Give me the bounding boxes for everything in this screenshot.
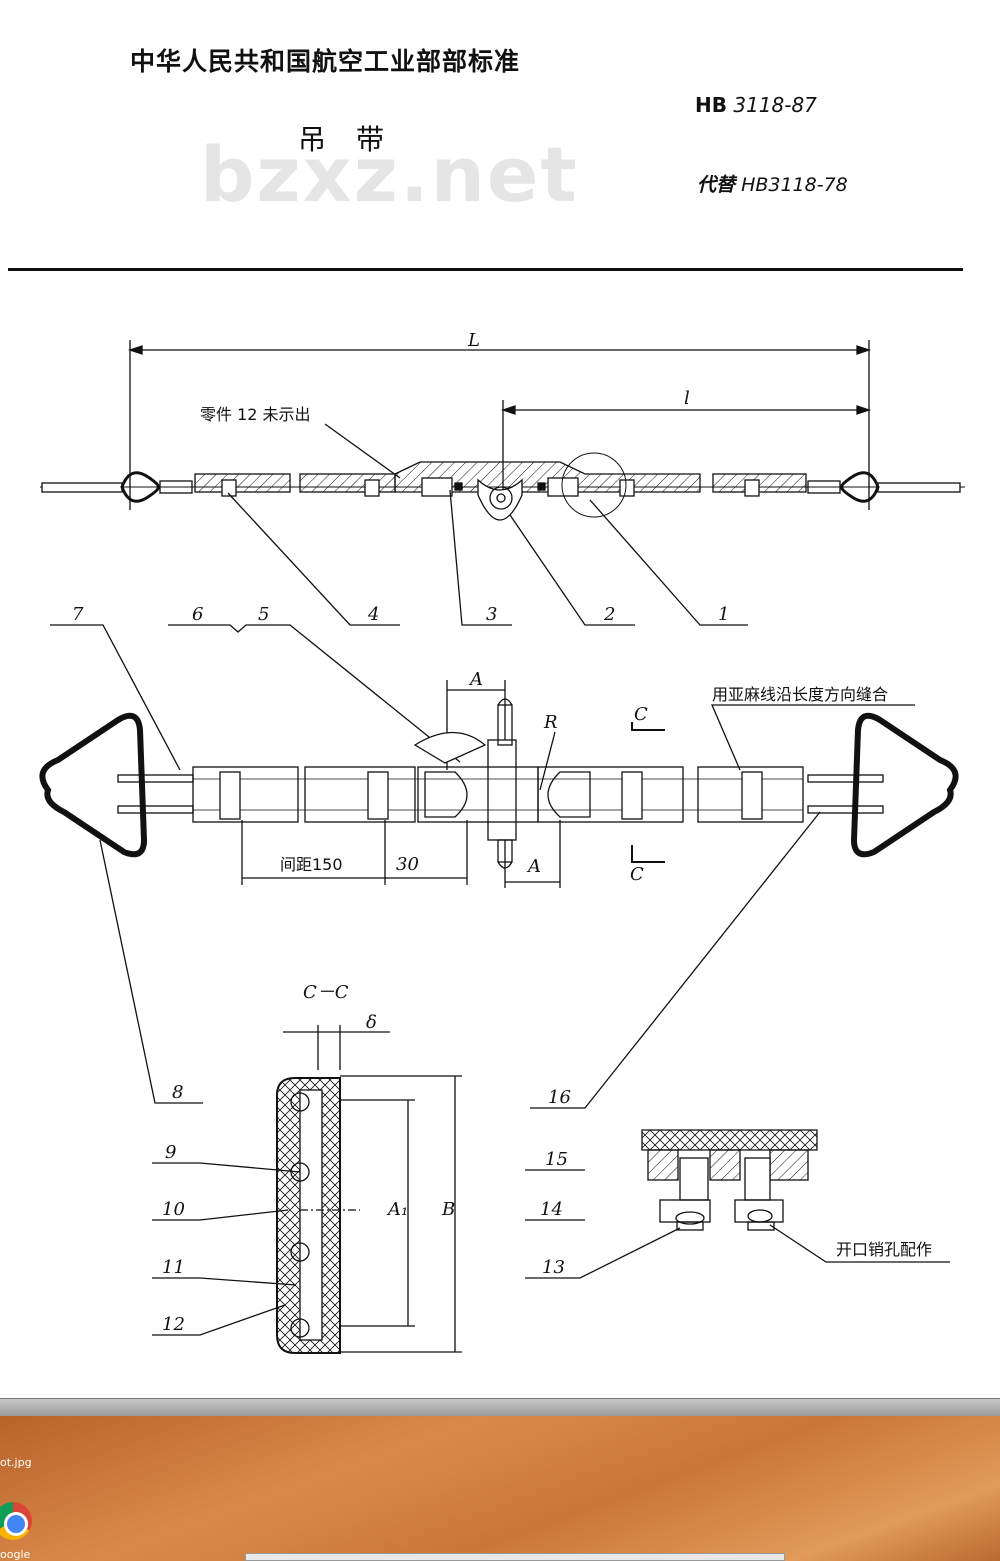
- chrome-icon[interactable]: [0, 1502, 32, 1540]
- top-view: L l: [40, 330, 965, 626]
- callout-4: 4: [367, 604, 379, 625]
- standard-organization: 中华人民共和国航空工业部部标准: [130, 47, 521, 76]
- note-pin: 开口销孔配作: [836, 1240, 932, 1259]
- callout-5: 5: [258, 604, 269, 625]
- replace-number: HB3118-78: [741, 174, 848, 196]
- drawing-page: 中华人民共和国航空工业部部标准 bzxz.net 吊带 HB 3118-87 代…: [8, 47, 965, 1354]
- replace-prefix: 代替: [697, 174, 736, 196]
- technical-drawing: L l: [39, 330, 965, 1354]
- replaces-code: 代替 HB3118-78: [697, 170, 848, 197]
- dim-R: R: [543, 712, 558, 733]
- callout-6: 6: [192, 604, 203, 625]
- note-sew: 用亚麻线沿长度方向缝合: [712, 685, 888, 704]
- code-prefix: HB: [695, 93, 727, 117]
- callout-2: 2: [603, 604, 615, 625]
- callout-9: 9: [165, 1142, 176, 1163]
- section-view: C－C δ B A₁ 9 10 11: [152, 982, 462, 1354]
- viewer-scroll-strip[interactable]: [0, 1398, 1000, 1416]
- desktop-file-icon-label[interactable]: ot.jpg: [0, 1456, 32, 1469]
- dim-A1: A₁: [386, 1199, 408, 1220]
- section-mark-bottom: C: [630, 864, 644, 885]
- callout-8: 8: [172, 1082, 183, 1103]
- callout-11: 11: [162, 1257, 185, 1278]
- standard-code: HB 3118-87: [695, 93, 817, 117]
- dim-A-bottom: A: [526, 856, 541, 877]
- callout-1: 1: [718, 604, 729, 625]
- callout-3: 3: [486, 604, 497, 625]
- callout-13: 13: [542, 1257, 565, 1278]
- dim-gap: 间距150: [280, 855, 343, 874]
- dim-l-label: l: [684, 388, 690, 409]
- dim-30: 30: [396, 854, 419, 875]
- section-title: C－C: [303, 982, 349, 1003]
- dim-A-top: A: [468, 669, 483, 690]
- standard-title: 吊带: [298, 123, 415, 156]
- chrome-icon-label[interactable]: oogle: [0, 1548, 31, 1561]
- dim-B: B: [441, 1199, 455, 1220]
- callout-7: 7: [72, 604, 84, 625]
- callout-16: 16: [548, 1087, 571, 1108]
- dim-L-label: L: [467, 330, 480, 351]
- callout-15: 15: [545, 1149, 568, 1170]
- desktop-background: [0, 1416, 1000, 1561]
- callout-12: 12: [162, 1314, 185, 1335]
- callout-10: 10: [162, 1199, 185, 1220]
- note-part12: 零件 12 未示出: [200, 405, 311, 424]
- delta-label: δ: [366, 1012, 377, 1033]
- watermark: bzxz.net: [200, 130, 579, 219]
- pin-detail: 15 14 13 开口销孔配作: [525, 1129, 950, 1279]
- code-number: 3118-87: [733, 93, 817, 117]
- header-rule: [8, 268, 963, 271]
- plan-view: A R 间距150 30 A C C 用亚麻线沿长度方向缝合 7 6: [39, 604, 959, 1109]
- callout-14: 14: [540, 1199, 563, 1220]
- taskbar-window[interactable]: [245, 1553, 785, 1561]
- section-mark-top: C: [634, 704, 648, 725]
